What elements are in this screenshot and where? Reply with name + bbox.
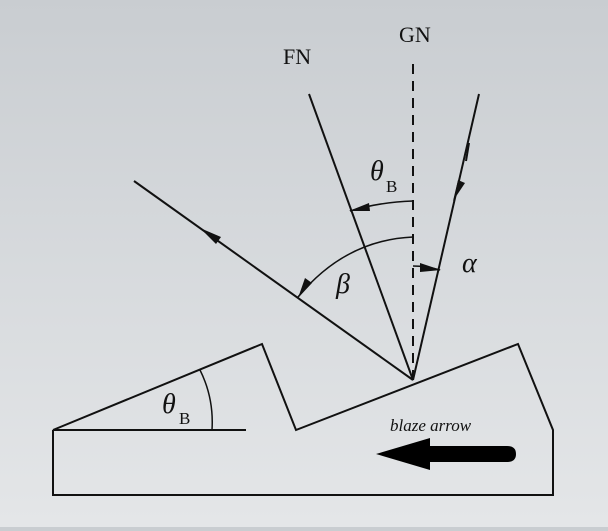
lower-theta-b-symbol: θ xyxy=(162,389,176,420)
theta-b-subscript: B xyxy=(386,177,397,196)
blaze-angle-arc xyxy=(199,369,213,431)
theta-b-arc-arrowhead xyxy=(349,203,370,211)
diffracted-ray-arrowhead xyxy=(200,228,221,244)
alpha-symbol: α xyxy=(462,248,478,279)
lower-theta-b-subscript: B xyxy=(179,409,190,428)
incident-ray-tick xyxy=(465,142,470,162)
grating-normal-label: GN xyxy=(399,22,431,47)
blaze-arrow-label: blaze arrow xyxy=(390,416,472,435)
incident-ray xyxy=(412,93,480,381)
grating-profile xyxy=(52,342,554,496)
blaze-arrow-icon xyxy=(376,438,516,470)
incident-ray-arrowhead xyxy=(453,180,465,201)
diffracted-ray xyxy=(133,180,414,381)
theta-b-symbol: θ xyxy=(370,156,384,187)
alpha-arc-arrowhead xyxy=(420,263,441,272)
beta-arc xyxy=(297,236,414,298)
beta-symbol: β xyxy=(335,269,350,300)
facet-normal-line xyxy=(308,93,414,381)
beta-arc-arrowhead xyxy=(298,278,312,298)
facet-normal-label: FN xyxy=(283,44,311,69)
